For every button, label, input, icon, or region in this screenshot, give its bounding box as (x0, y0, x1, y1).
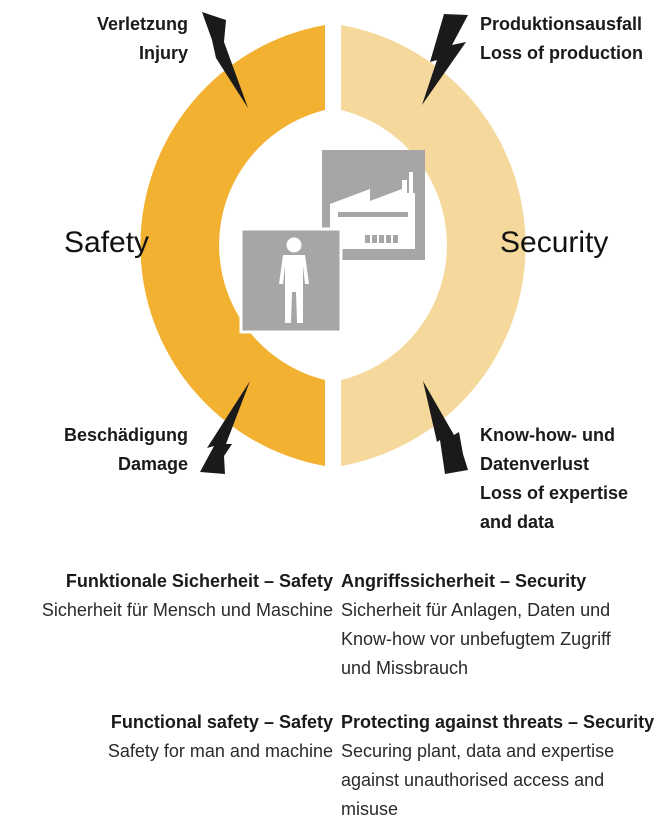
lightning-bolt-icon (202, 12, 248, 108)
de-security-body-line: und Missbrauch (341, 658, 469, 678)
security-half-ring (341, 25, 526, 466)
de-safety-body: Sicherheit für Mensch und Maschine (41, 600, 333, 620)
threat-label-line: and data (480, 512, 555, 532)
de-safety-block: Funktionale Sicherheit – Safety Sicherhe… (42, 567, 333, 625)
threat-label-line: Loss of expertise (480, 483, 629, 503)
threat-label-line: Know-how- und (480, 425, 615, 445)
threat-label-line: Beschädigung (63, 425, 188, 445)
safety-half-ring (140, 25, 325, 466)
lightning-bolt-icon (423, 381, 468, 474)
threat-injury-label: Verletzung Injury (97, 10, 188, 68)
safety-label: Safety (64, 226, 150, 259)
lightning-bolt-icon (200, 381, 250, 474)
de-security-block: Angriffssicherheit – Security Sicherheit… (341, 567, 611, 683)
threat-label-line: Damage (117, 454, 188, 474)
en-safety-body: Safety for man and machine (107, 741, 333, 761)
en-safety-title: Functional safety – Safety (110, 712, 333, 732)
de-security-body-line: Know-how vor unbefugtem Zugriff (341, 629, 611, 649)
threat-label-line: Datenverlust (480, 454, 590, 474)
en-security-block: Protecting against threats – Security Se… (341, 708, 654, 824)
de-security-title: Angriffssicherheit – Security (341, 571, 587, 591)
de-safety-title: Funktionale Sicherheit – Safety (65, 571, 333, 591)
de-security-body-line: Sicherheit für Anlagen, Daten und (341, 600, 611, 620)
threat-production-label: Produktionsausfall Loss of production (480, 10, 643, 68)
threat-label-line: Produktionsausfall (480, 14, 643, 34)
security-label: Security (500, 226, 609, 259)
lightning-bolt-icon (422, 14, 468, 105)
threat-label-line: Loss of production (480, 43, 643, 63)
en-safety-block: Functional safety – Safety Safety for ma… (108, 708, 333, 766)
threat-label-line: Verletzung (96, 14, 188, 34)
en-security-body-line: against unauthorised access and (341, 770, 605, 790)
person-icon (239, 227, 343, 334)
en-security-body-line: Securing plant, data and expertise (341, 741, 615, 761)
en-security-body-line: misuse (341, 799, 399, 819)
en-security-title: Protecting against threats – Security (341, 712, 655, 732)
threat-data-loss-label: Know-how- und Datenverlust Loss of exper… (480, 421, 628, 537)
threat-label-line: Injury (138, 43, 188, 63)
threat-damage-label: Beschädigung Damage (64, 421, 188, 479)
